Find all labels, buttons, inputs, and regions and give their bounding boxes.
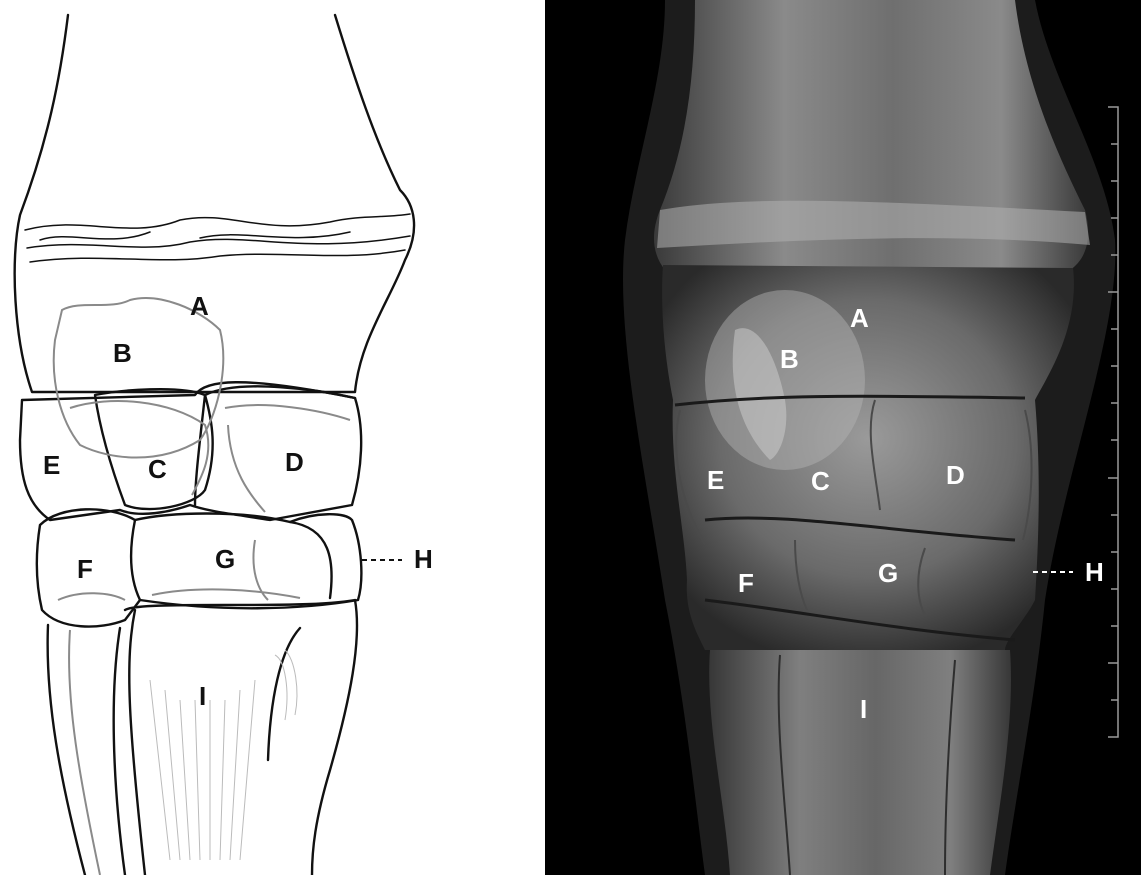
- label-c: C: [148, 454, 167, 484]
- xray-label-a: A: [850, 303, 869, 333]
- xray-label-b: B: [780, 344, 799, 374]
- xray-label-c: C: [811, 466, 830, 496]
- scale-ruler: [1108, 107, 1118, 737]
- xray-label-d: D: [946, 460, 965, 490]
- label-g: G: [215, 544, 235, 574]
- xray-label-e: E: [707, 465, 724, 495]
- xray-label-f: F: [738, 568, 754, 598]
- metacarpal-outline: [48, 600, 357, 875]
- metacarpal-bones: [709, 650, 1011, 875]
- label-h: H: [414, 544, 433, 574]
- xray-label-h: H: [1085, 557, 1104, 587]
- label-e: E: [43, 450, 60, 480]
- xray-label-g: G: [878, 558, 898, 588]
- label-b: B: [113, 338, 132, 368]
- radius-outline: [15, 15, 414, 392]
- drawing-svg: A B C D E F G H I: [0, 0, 540, 875]
- bone-overlap-lines: [54, 298, 350, 875]
- radial-carpal-outline: [195, 386, 355, 505]
- carpus-radiograph: A B C D E F G H I: [545, 0, 1141, 875]
- carpus-line-drawing: A B C D E F G H I: [0, 0, 540, 875]
- physis-lines: [25, 214, 410, 262]
- hatching: [150, 650, 297, 860]
- xray-label-i: I: [860, 694, 867, 724]
- radiograph-svg: A B C D E F G H I: [545, 0, 1141, 875]
- label-d: D: [285, 447, 304, 477]
- label-i: I: [199, 681, 206, 711]
- label-a: A: [190, 291, 209, 321]
- label-f: F: [77, 554, 93, 584]
- overlap-b: [705, 290, 865, 470]
